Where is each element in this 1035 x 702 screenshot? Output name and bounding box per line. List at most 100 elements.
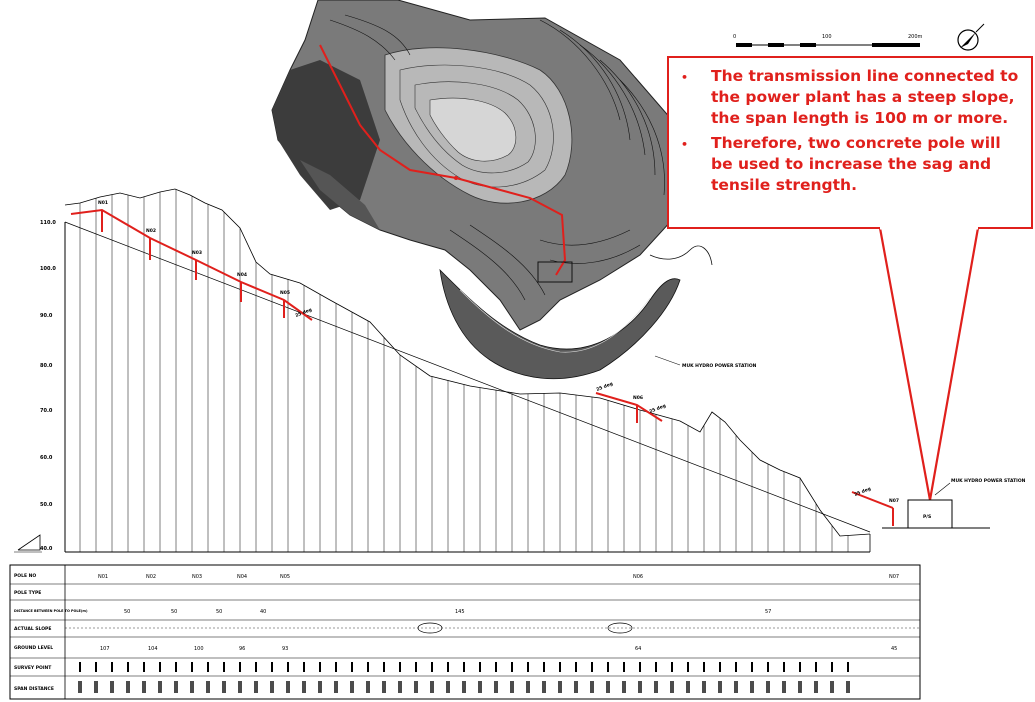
- ground-level-value: 100: [194, 646, 204, 652]
- survey-point-mark: [351, 662, 353, 672]
- ground-level-value: 64: [635, 646, 641, 652]
- survey-point-mark: [591, 662, 593, 672]
- pole-label: N01: [98, 200, 108, 206]
- survey-point-mark: [783, 662, 785, 672]
- survey-point-mark: [95, 662, 97, 672]
- survey-point-ticks: [78, 662, 850, 693]
- span-distance-mark: [846, 681, 850, 693]
- span-distance-mark: [766, 681, 770, 693]
- survey-point-mark: [79, 662, 81, 672]
- north-arrow-icon: [957, 23, 985, 51]
- span-distance-mark: [174, 681, 178, 693]
- table-pole-id: N02: [146, 574, 156, 580]
- survey-point-mark: [575, 662, 577, 672]
- survey-point-mark: [639, 662, 641, 672]
- survey-point-mark: [831, 662, 833, 672]
- span-distance-mark: [334, 681, 338, 693]
- survey-point-mark: [255, 662, 257, 672]
- survey-point-mark: [511, 662, 513, 672]
- survey-point-mark: [559, 662, 561, 672]
- survey-point-mark: [687, 662, 689, 672]
- elevation-label: 60.0: [40, 455, 53, 461]
- distance-value: 40: [260, 609, 266, 615]
- span-distance-mark: [206, 681, 210, 693]
- scale-label-200: 200m: [908, 34, 923, 40]
- elevation-label: 100.0: [40, 266, 56, 272]
- span-distance-mark: [430, 681, 434, 693]
- survey-point-mark: [495, 662, 497, 672]
- span-distance-mark: [718, 681, 722, 693]
- survey-point-mark: [431, 662, 433, 672]
- survey-point-mark: [463, 662, 465, 672]
- row-label-pole-type: POLE TYPE: [14, 590, 41, 596]
- span-distance-mark: [654, 681, 658, 693]
- scale-label-0: 0: [733, 34, 736, 40]
- span-distance-mark: [702, 681, 706, 693]
- row-label-pole-no: POLE NO: [14, 573, 36, 579]
- survey-point-mark: [271, 662, 273, 672]
- survey-point-mark: [335, 662, 337, 672]
- elevation-label: 80.0: [40, 363, 53, 369]
- span-distance-mark: [286, 681, 290, 693]
- span-distance-mark: [126, 681, 130, 693]
- span-distance-mark: [638, 681, 642, 693]
- span-distance-mark: [830, 681, 834, 693]
- power-station-building: P/S MUK HYDRO POWER STATION: [907, 478, 1026, 529]
- ground-level-value: 96: [239, 646, 245, 652]
- callout-bullet-list: The transmission line connected to the p…: [677, 66, 1027, 196]
- span-distance-mark: [110, 681, 114, 693]
- elevation-label: 70.0: [40, 408, 53, 414]
- survey-point-mark: [847, 662, 849, 672]
- span-distance-mark: [606, 681, 610, 693]
- survey-point-mark: [223, 662, 225, 672]
- survey-point-mark: [143, 662, 145, 672]
- slope-legend-icon: [14, 534, 42, 553]
- table-pole-id: N05: [280, 574, 290, 580]
- station-label-plan: MUK HYDRO POWER STATION: [682, 363, 757, 369]
- span-distance-mark: [462, 681, 466, 693]
- span-distance-mark: [382, 681, 386, 693]
- pole-label: N03: [192, 250, 202, 256]
- survey-point-mark: [479, 662, 481, 672]
- row-label-survey-point: SURVEY POINT: [14, 665, 52, 671]
- row-label-span-distance: SPAN DISTANCE: [14, 686, 54, 692]
- span-distance-mark: [78, 681, 82, 693]
- span-distance-mark: [366, 681, 370, 693]
- span-distance-mark: [782, 681, 786, 693]
- span-distance-mark: [158, 681, 162, 693]
- distance-value: 50: [124, 609, 130, 615]
- span-distance-mark: [750, 681, 754, 693]
- topographic-plan-map: MUK HYDRO POWER STATION: [271, 0, 757, 380]
- survey-point-mark: [367, 662, 369, 672]
- elevation-label: 110.0: [40, 220, 56, 226]
- sag-labels: 25 deg 25 deg 25 deg 25 deg: [295, 307, 872, 498]
- distance-value: 50: [216, 609, 222, 615]
- scale-label-100: 100: [822, 34, 832, 40]
- survey-point-mark: [383, 662, 385, 672]
- row-label-distance: DISTANCE BETWEEN POLE TO POLE(m): [14, 609, 88, 613]
- span-distance-mark: [254, 681, 258, 693]
- survey-point-mark: [607, 662, 609, 672]
- span-distance-mark: [558, 681, 562, 693]
- survey-point-mark: [543, 662, 545, 672]
- elevation-label: 90.0: [40, 313, 53, 319]
- sag-label: 25 deg: [649, 403, 667, 415]
- span-distance-mark: [318, 681, 322, 693]
- callout-text: The transmission line connected to the p…: [677, 66, 1027, 196]
- elevation-label: 50.0: [40, 502, 53, 508]
- table-pole-id: N03: [192, 574, 202, 580]
- span-distance-mark: [494, 681, 498, 693]
- pole-label: N02: [146, 228, 156, 234]
- row-label-actual-slope: ACTUAL SLOPE: [14, 626, 51, 632]
- survey-point-mark: [319, 662, 321, 672]
- table-pole-id: N07: [889, 574, 899, 580]
- span-distance-mark: [302, 681, 306, 693]
- span-distance-mark: [814, 681, 818, 693]
- span-distance-mark: [478, 681, 482, 693]
- pole-label: N05: [280, 290, 290, 296]
- survey-point-mark: [447, 662, 449, 672]
- distance-value: 57: [765, 609, 771, 615]
- survey-point-mark: [399, 662, 401, 672]
